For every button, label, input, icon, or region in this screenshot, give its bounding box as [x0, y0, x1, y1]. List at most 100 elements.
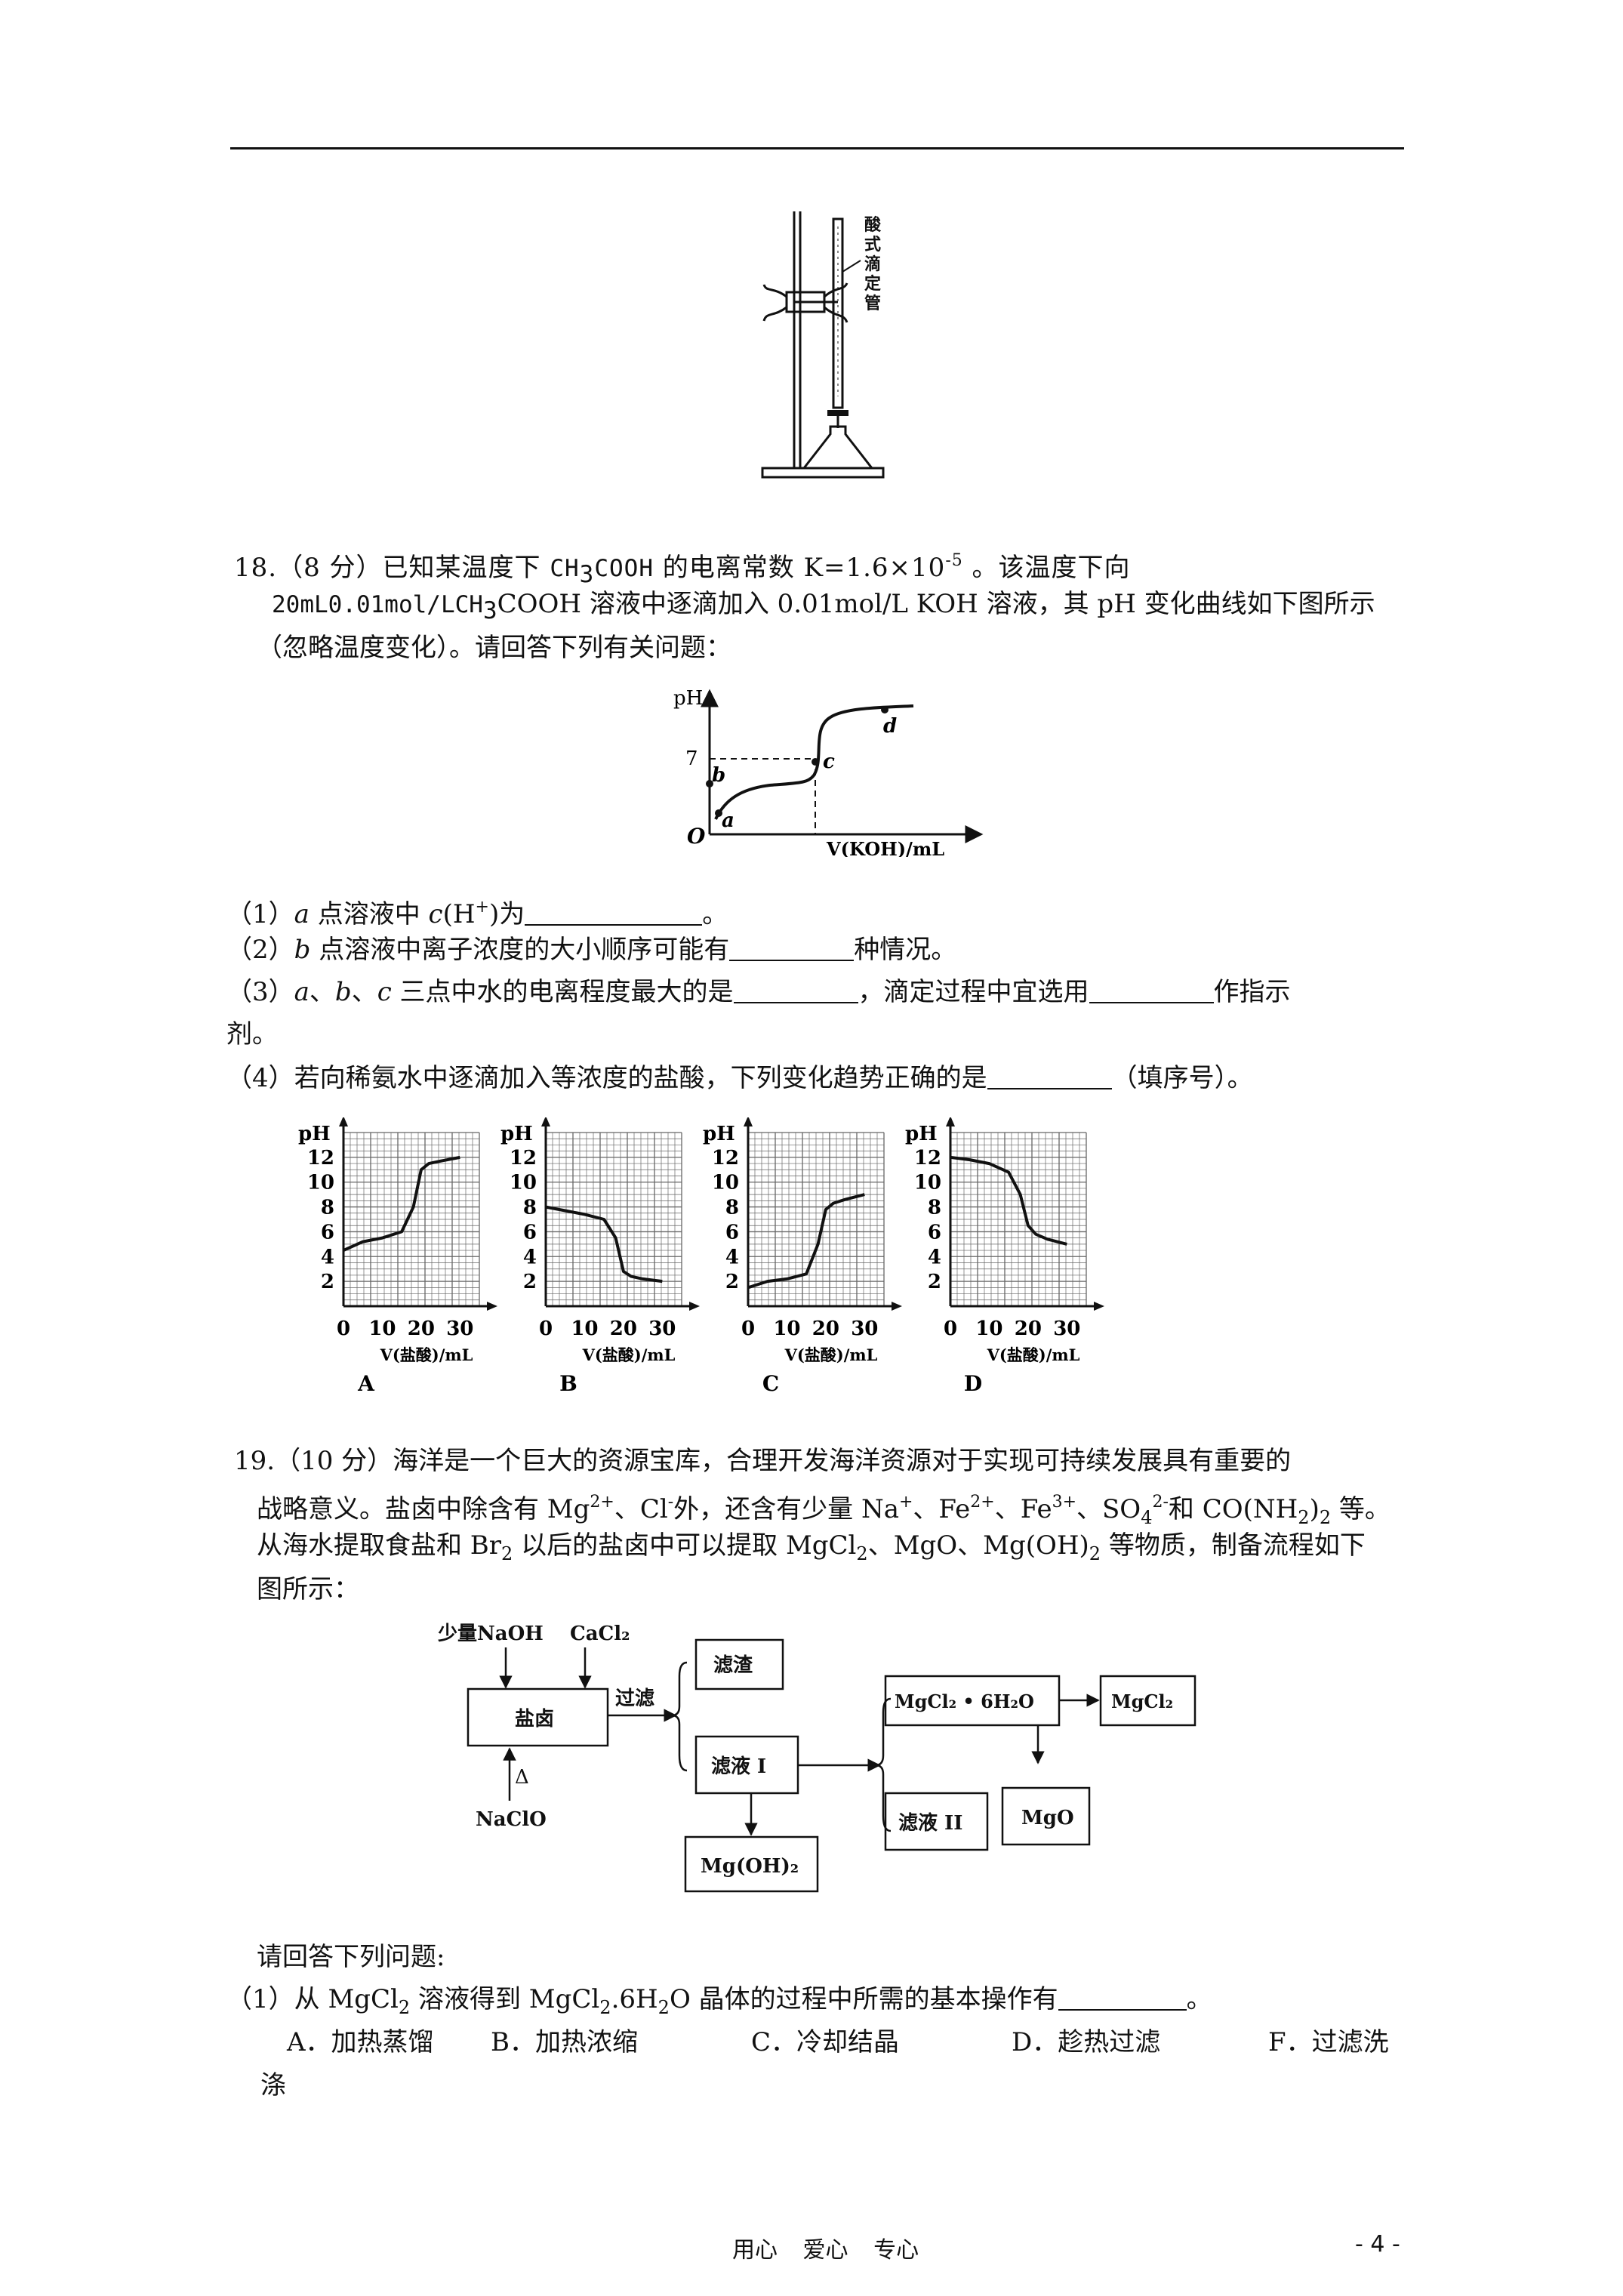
q18-sub1: （1）a 点溶液中 c(H+)为。: [226, 898, 728, 929]
x-tick-label: 30: [851, 1318, 878, 1340]
label-d: d: [883, 715, 897, 738]
label-char-2: 式: [864, 235, 881, 254]
y-tick-label: 8: [321, 1197, 334, 1219]
x-tick-label: 0: [337, 1318, 350, 1340]
ph-titration-curve: pH O 7 a b c d V(KOH)/mL: [673, 687, 984, 857]
chart-ylabel: pH: [703, 1123, 735, 1145]
flow-filter: 过滤: [615, 1687, 654, 1710]
chart-xlabel: V(盐酸)/mL: [784, 1345, 878, 1364]
curve-origin: O: [687, 824, 706, 849]
option-c[interactable]: C．冷却结晶: [751, 2027, 900, 2057]
box-mgoh2: [684, 1835, 819, 1893]
x-tick-label: 10: [571, 1318, 598, 1340]
footer-center: 用心 爱心 专心: [732, 2237, 919, 2264]
y-tick-label: 6: [928, 1221, 941, 1244]
chart-caption: C: [762, 1371, 779, 1396]
y-tick-label: 2: [725, 1271, 739, 1293]
chart-caption: D: [964, 1371, 982, 1396]
curve-xlabel: V(KOH)/mL: [826, 838, 944, 857]
label-a: a: [722, 809, 735, 832]
flow-brine: 盐卤: [515, 1708, 554, 1730]
y-tick-label: 4: [725, 1246, 739, 1268]
x-tick-label: 10: [773, 1318, 800, 1340]
point-c: [812, 758, 819, 766]
flowchart: 少量NaOH CaCl₂ 盐卤 Δ NaClO 过滤 滤渣 滤液 I Mg(OH…: [437, 1623, 1196, 1893]
chart-caption: B: [559, 1371, 577, 1396]
option-f[interactable]: F．过滤洗: [1268, 2027, 1389, 2057]
option-a[interactable]: A．加热蒸馏: [287, 2027, 434, 2057]
q19-line2: 战略意义。盐卤中除含有 Mg2+、Cl-外，还含有少量 Na+、Fe2+、Fe3…: [257, 1493, 1390, 1528]
curve-ylabel: pH: [673, 687, 703, 710]
clamp-body: [785, 291, 826, 313]
footer-page-number: - 4 -: [1355, 2231, 1400, 2257]
box-residue: [694, 1638, 784, 1690]
clamp-wing-right: [824, 282, 848, 323]
burette: [832, 217, 844, 409]
y-tick-label: 8: [725, 1197, 739, 1219]
flow-cacl2: CaCl₂: [570, 1623, 630, 1645]
pointer-line: [842, 260, 861, 273]
label-char-1: 酸: [864, 215, 882, 235]
answer-blank-18-4[interactable]: [987, 1065, 1112, 1089]
brace-2: [875, 1697, 892, 1832]
option-d[interactable]: D．趁热过滤: [1012, 2027, 1161, 2057]
clamp-wing-left: [762, 284, 787, 322]
y-tick-label: 12: [712, 1147, 739, 1170]
y-tick-label: 10: [712, 1172, 739, 1194]
q19-line3: 从海水提取食盐和 Br2 以后的盐卤中可以提取 MgCl2、MgO、Mg(OH)…: [257, 1530, 1366, 1564]
y-tick-label: 12: [510, 1147, 537, 1170]
label-char-3: 滴: [864, 254, 881, 274]
y-tick-label: 2: [523, 1271, 537, 1293]
q19-line4: 图所示：: [257, 1574, 359, 1604]
y-axis-arrow: [339, 1117, 348, 1126]
answer-blank-18-3a[interactable]: [733, 979, 858, 1003]
conical-flask: [801, 425, 875, 470]
x-tick-label: 0: [741, 1318, 755, 1340]
label-b: b: [712, 764, 725, 787]
y-axis-arrow: [744, 1117, 753, 1126]
box-mgo: [1001, 1786, 1091, 1846]
series-line: [950, 1155, 1067, 1246]
curve-line: [714, 704, 914, 820]
chart-xlabel: V(盐酸)/mL: [987, 1345, 1080, 1364]
y-axis-arrow: [946, 1117, 955, 1126]
box-mgcl2: [1099, 1675, 1196, 1727]
x-tick-label: 20: [408, 1318, 435, 1340]
chart-xlabel: V(盐酸)/mL: [380, 1345, 473, 1364]
q18-line1: 18.（8 分）已知某温度下 CH3COOH 的电离常数 K=1.6×10-5 …: [234, 551, 1131, 588]
flow-naoh: 少量NaOH: [437, 1623, 544, 1645]
y-tick-label: 4: [928, 1246, 941, 1268]
option-b[interactable]: B．加热浓缩: [491, 2027, 638, 2057]
answer-blank-18-2[interactable]: [729, 937, 855, 961]
q19-sub1: （1）从 MgCl2 溶液得到 MgCl2.6H2O 晶体的过程中所需的基本操作…: [226, 1984, 1212, 2018]
flow-filtrate2: 滤液 II: [898, 1812, 962, 1835]
flow-naclo: NaClO: [476, 1808, 547, 1831]
y-tick-label: 10: [510, 1172, 537, 1194]
answer-blank-19-1[interactable]: [1058, 1986, 1187, 2011]
answer-blank-18-3b[interactable]: [1089, 979, 1214, 1003]
x-tick-label: 30: [446, 1318, 473, 1340]
x-axis-arrow: [487, 1302, 497, 1311]
q18-line3: （忽略温度变化）。请回答下列有关问题：: [257, 633, 731, 663]
point-a: [715, 809, 722, 817]
y-axis-arrow: [541, 1117, 550, 1126]
flow-residue: 滤渣: [713, 1654, 753, 1677]
box-filtrate2: [884, 1792, 989, 1851]
x-tick-label: 20: [812, 1318, 839, 1340]
answer-blank-18-1[interactable]: [525, 901, 703, 926]
point-b: [706, 780, 713, 787]
y-tick-label: 6: [523, 1221, 537, 1244]
q18-line2: 20mL0.01mol/LCH3COOH 溶液中逐滴加入 0.01mol/L K…: [272, 589, 1375, 624]
apparatus-label: 酸 式 滴 定 管: [864, 215, 882, 313]
label-c: c: [823, 750, 835, 773]
chart-xlabel: V(盐酸)/mL: [582, 1345, 676, 1364]
y-tick-label: 12: [307, 1147, 334, 1170]
x-tick-label: 20: [610, 1318, 637, 1340]
header-rule: [230, 147, 1404, 149]
label-char-5: 管: [864, 294, 881, 313]
